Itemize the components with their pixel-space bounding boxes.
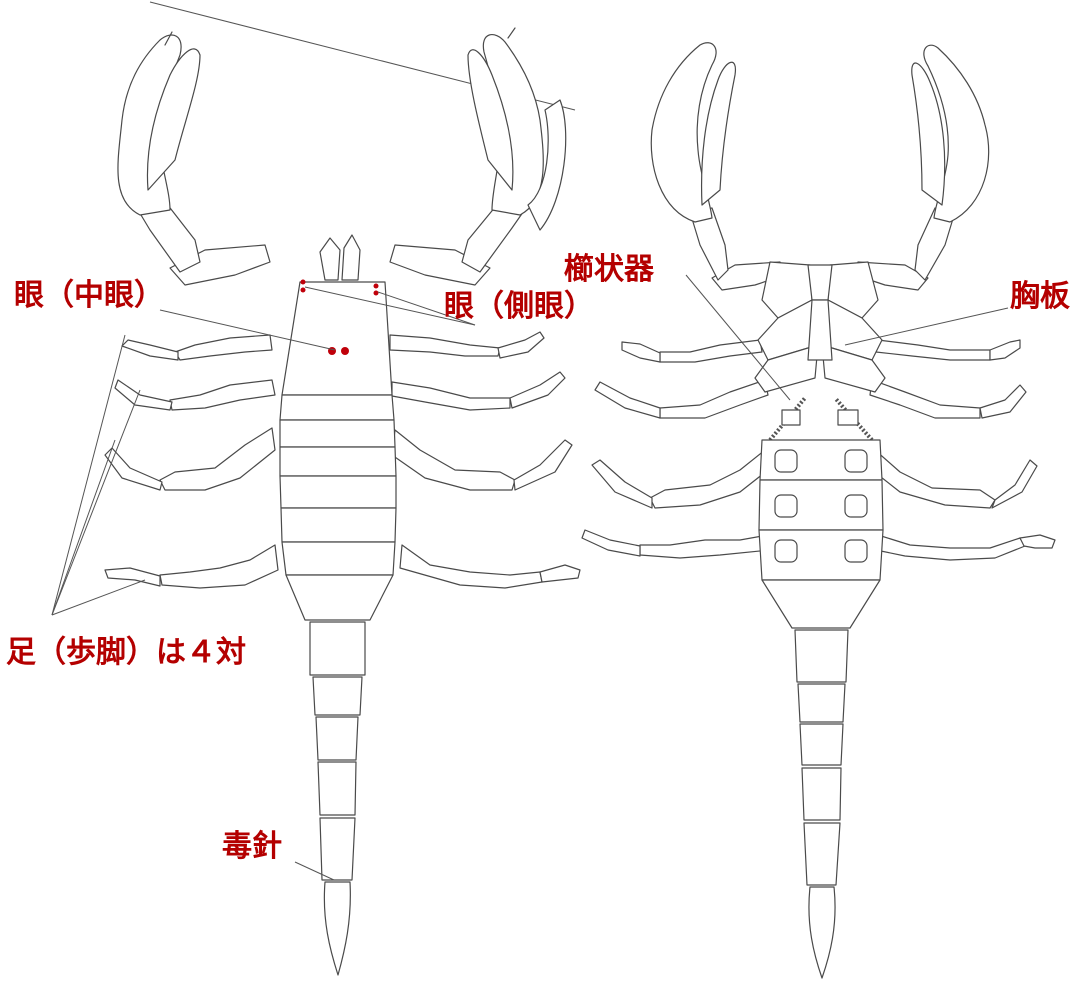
ventral-pedipalp-left [651, 43, 785, 290]
ventral-legs-left [582, 340, 770, 558]
dorsal-scorpion [105, 2, 580, 975]
ventral-sternum [808, 300, 832, 360]
ventral-metasoma [795, 630, 848, 978]
dorsal-pedipalp-right [390, 28, 566, 285]
ventral-pedipalp-right [855, 45, 989, 290]
dorsal-chelicera-left [320, 238, 340, 280]
label-pectines: 櫛状器 [564, 255, 654, 285]
ventral-pectines [770, 398, 872, 440]
dorsal-pedipalp-left [118, 32, 270, 285]
leader-leg-2 [52, 390, 140, 615]
dorsal-mesosoma [280, 395, 396, 620]
label-sternum: 胸板 [1010, 282, 1070, 312]
label-lateral-eye: 眼（側眼） [444, 292, 594, 322]
dorsal-chelicera-right [342, 235, 360, 280]
leader-leg-3 [52, 440, 115, 615]
ventral-scorpion [582, 43, 1055, 978]
label-legs: 足（歩脚）は４対 [6, 638, 246, 668]
ventral-legs-right [870, 340, 1055, 560]
ventral-mesosoma [759, 440, 883, 628]
label-median-eye: 眼（中眼） [14, 281, 164, 311]
dorsal-legs-left [105, 335, 278, 588]
leader-leg-4 [52, 580, 145, 615]
dorsal-metasoma [310, 622, 365, 975]
dorsal-legs-right [390, 332, 580, 588]
label-stinger: 毒針 [222, 832, 282, 862]
dorsal-carapace [282, 282, 392, 395]
